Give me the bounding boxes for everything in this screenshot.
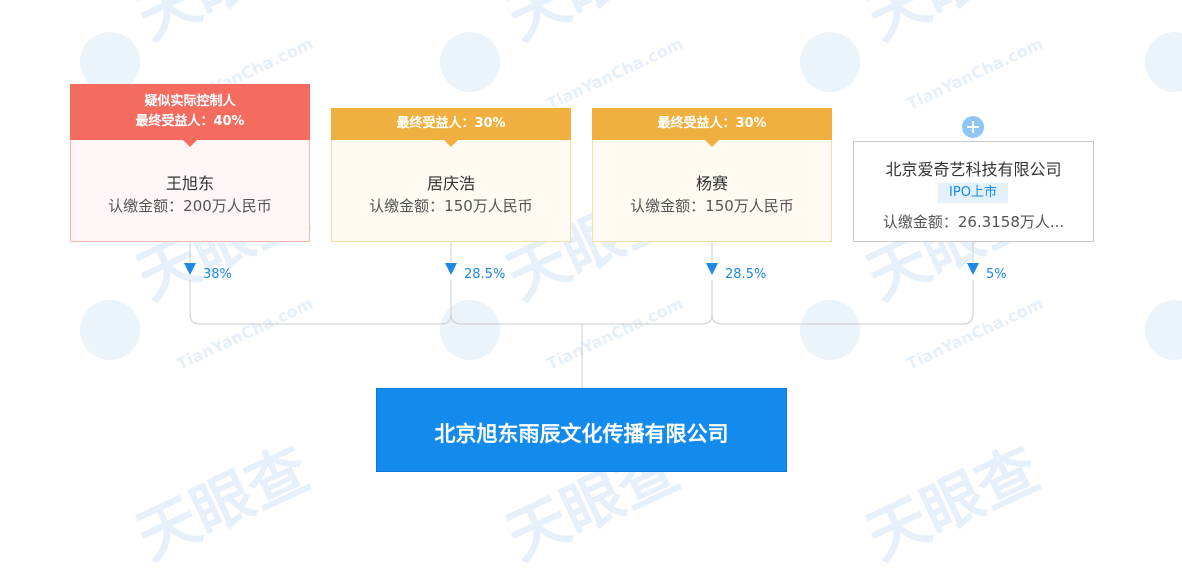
down-arrow-icon [184,263,196,275]
connector-line [450,280,713,325]
down-arrow-icon [967,263,979,275]
holding-percent: 28.5% [464,267,506,282]
badge-pointer [183,140,197,147]
shareholder-card-2[interactable]: 最终受益人：30% 居庆浩 认缴金额：150万人民币 [331,108,571,242]
shareholder-card-3[interactable]: 最终受益人：30% 杨赛 认缴金额：150万人民币 [592,108,832,242]
badge-line-beneficiary: 最终受益人：30% [657,116,767,131]
down-arrow-icon [445,263,457,275]
holding-percent: 28.5% [725,267,767,282]
shareholder-badge: 最终受益人：30% [331,108,571,140]
shareholder-amount: 认缴金额：150万人民币 [630,197,794,215]
expand-plus-icon[interactable] [962,116,984,138]
shareholder-name[interactable]: 王旭东 [165,174,214,193]
shareholder-card-1[interactable]: 疑似实际控制人 最终受益人：40% 王旭东 认缴金额：200万人民币 [70,84,310,242]
shareholder-name[interactable]: 杨赛 [695,174,728,193]
shareholder-amount: 认缴金额：200万人民币 [108,197,272,215]
badge-pointer [444,140,458,147]
company-name[interactable]: 北京旭东雨辰文化传播有限公司 [434,422,729,446]
shareholder-amount: 认缴金额：26.3158万人... [882,213,1065,231]
shareholder-card-4[interactable]: 北京爱奇艺科技有限公司 IPO上市 认缴金额：26.3158万人... [853,141,1094,242]
target-company-node[interactable]: 北京旭东雨辰文化传播有限公司 [376,388,787,472]
shareholder-badge: 疑似实际控制人 最终受益人：40% [70,84,310,140]
connector-line [189,280,452,325]
badge-line-beneficiary: 最终受益人：30% [396,116,506,131]
shareholder-badge: 最终受益人：30% [592,108,832,140]
holding-percent: 5% [986,267,1007,282]
down-arrow-icon [706,263,718,275]
connector-line [711,280,974,325]
holding-percent: 38% [203,267,232,282]
shareholder-name[interactable]: 居庆浩 [426,174,475,193]
badge-pointer [705,140,719,147]
shareholder-name[interactable]: 北京爱奇艺科技有限公司 [885,160,1062,179]
ipo-listed-tag: IPO上市 [938,183,1008,203]
badge-line-controller: 疑似实际控制人 [144,94,236,109]
badge-line-beneficiary: 最终受益人：40% [135,114,245,129]
shareholder-amount: 认缴金额：150万人民币 [369,197,533,215]
